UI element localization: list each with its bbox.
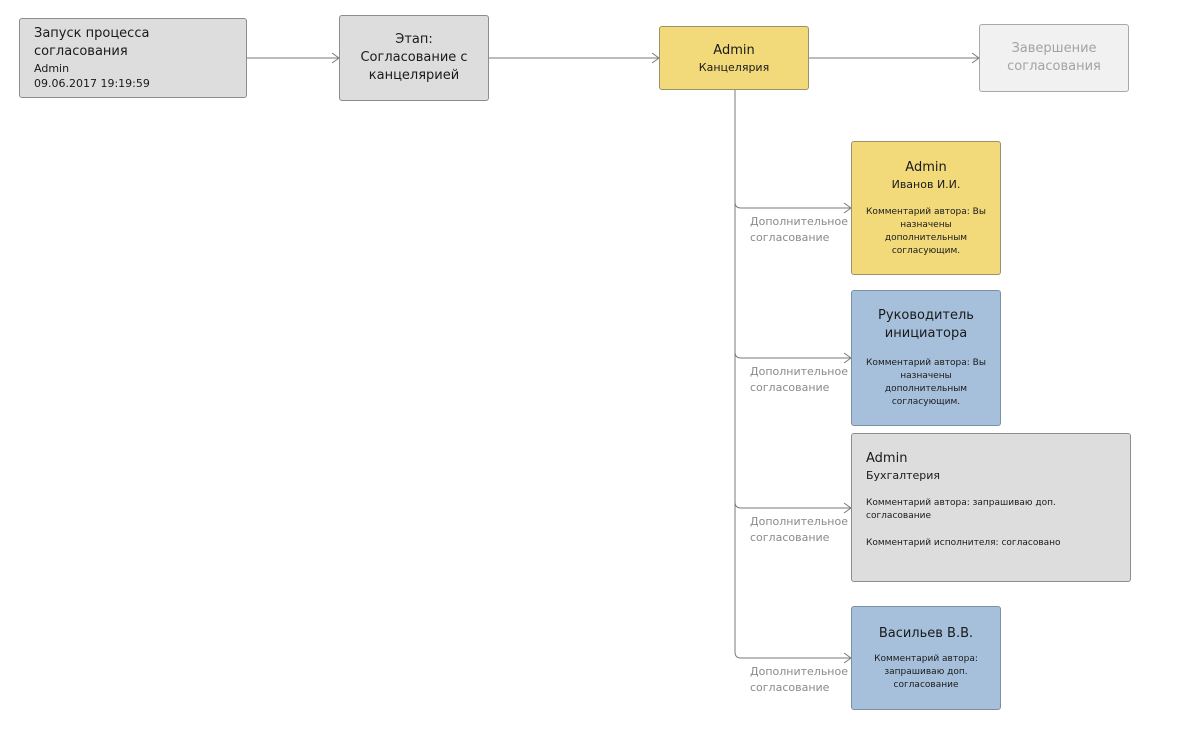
node-finish-line2: согласования (1007, 59, 1101, 74)
edge-label-accounting-line1: Дополнительное (750, 515, 848, 528)
node-accounting-user: Admin (866, 451, 908, 466)
node-start-datetime: 09.06.2017 19:19:59 (34, 77, 150, 90)
node-vasiliev-comment-2: запрашиваю доп. (884, 666, 968, 677)
arrowhead-finish (971, 52, 980, 64)
node-manager-comment-3: дополнительным (884, 384, 968, 394)
node-accounting[interactable]: Admin Бухгалтерия Комментарий автора: за… (851, 433, 1131, 582)
node-stage-line3: канцелярией (368, 68, 460, 83)
node-stage[interactable]: Этап: Согласование с канцелярией (339, 15, 489, 101)
arrowhead-chancellery (651, 52, 660, 64)
node-manager-comment-2: назначены (900, 371, 952, 381)
edge-label-accounting: Дополнительное согласование (750, 514, 848, 546)
arrowhead-vasiliev (843, 652, 852, 664)
node-ivanov-comment-1: Комментарий автора: Вы (866, 206, 986, 217)
edge-label-vasiliev-line2: согласование (750, 681, 830, 694)
node-accounting-author-comment: Комментарий автора: запрашиваю доп. согл… (866, 498, 1056, 521)
node-stage-line2: Согласование с (360, 50, 468, 65)
node-chancellery[interactable]: Admin Канцелярия (659, 26, 809, 90)
node-chancellery-department: Канцелярия (698, 60, 770, 74)
node-finish[interactable]: Завершение согласования (979, 24, 1129, 92)
node-manager[interactable]: Руководитель инициатора Комментарий авто… (851, 290, 1001, 426)
node-ivanov-user: Admin (905, 159, 947, 175)
node-manager-comment-1: Комментарий автора: Вы (866, 358, 986, 368)
node-finish-line1: Завершение (1011, 41, 1097, 56)
edge-label-vasiliev: Дополнительное согласование (750, 664, 848, 696)
node-accounting-executor-comment: Комментарий исполнителя: согласовано (866, 538, 1061, 548)
node-start[interactable]: Запуск процесса согласования Admin 09.06… (19, 18, 247, 98)
edge-label-vasiliev-line1: Дополнительное (750, 665, 848, 678)
node-vasiliev[interactable]: Васильев В.В. Комментарий автора: запраш… (851, 606, 1001, 710)
node-ivanov-comment-2: назначены (900, 219, 952, 230)
node-start-user: Admin (34, 62, 70, 75)
edge-label-ivanov-line2: согласование (750, 231, 830, 244)
node-start-title: Запуск процесса согласования (34, 26, 150, 59)
node-vasiliev-assignee: Васильев В.В. (878, 625, 974, 641)
branch-accounting (734, 501, 851, 509)
edge-label-ivanov: Дополнительное согласование (750, 214, 848, 246)
node-vasiliev-comment-3: согласование (893, 679, 959, 690)
node-ivanov-assignee: Иванов И.И. (891, 177, 961, 191)
arrowhead-stage (331, 52, 340, 64)
arrowhead-ivanov (843, 202, 852, 214)
node-stage-line1: Этап: (395, 32, 433, 47)
edge-label-accounting-line2: согласование (750, 531, 830, 544)
node-manager-comment-4: согласующим. (891, 397, 961, 407)
edge-label-manager: Дополнительное согласование (750, 364, 848, 396)
branch-ivanov (734, 201, 851, 209)
node-ivanov[interactable]: Admin Иванов И.И. Комментарий автора: Вы… (851, 141, 1001, 275)
node-manager-line1: Руководитель (878, 308, 974, 323)
arrowhead-accounting (843, 502, 852, 514)
node-ivanov-comment-4: согласующим. (891, 245, 961, 256)
node-chancellery-user: Admin (713, 42, 755, 58)
node-vasiliev-comment-1: Комментарий автора: (874, 653, 978, 664)
arrowhead-manager (843, 352, 852, 364)
edge-label-ivanov-line1: Дополнительное (750, 215, 848, 228)
node-accounting-department: Бухгалтерия (866, 469, 941, 482)
node-manager-line2: инициатора (884, 326, 968, 341)
node-ivanov-comment-3: дополнительным (884, 232, 968, 243)
edge-label-manager-line2: согласование (750, 381, 830, 394)
branch-manager (734, 351, 851, 359)
edge-label-manager-line1: Дополнительное (750, 365, 848, 378)
